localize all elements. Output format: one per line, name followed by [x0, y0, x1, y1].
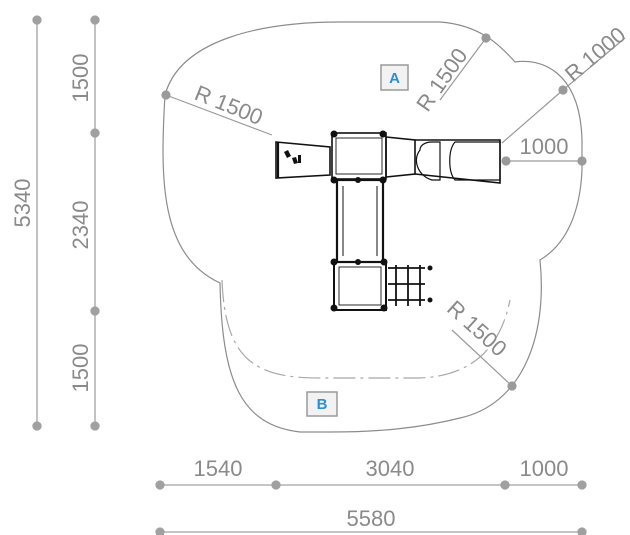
radius-line-top-right-ext — [562, 37, 626, 91]
dim-point — [32, 15, 42, 25]
radius-point — [161, 90, 171, 100]
dim-point — [155, 527, 165, 535]
zone-b-marker: B — [306, 391, 338, 417]
bottom-height-label: 1500 — [68, 344, 93, 393]
dim-point — [155, 480, 165, 490]
middle-width-label: 3040 — [366, 456, 415, 481]
operating-boundary — [221, 279, 511, 379]
zone-a-marker: A — [380, 64, 409, 91]
left-arm-detail — [284, 150, 301, 164]
vertical-dimensions — [32, 15, 100, 431]
dim-point — [577, 527, 587, 535]
central-hub — [331, 132, 387, 180]
dim-point — [500, 480, 510, 490]
radius-label-top-center: R 1500 — [411, 43, 472, 115]
right-arm-tube-right — [449, 141, 501, 181]
left-width-label: 1540 — [194, 456, 243, 481]
right-width-label: 1000 — [520, 456, 569, 481]
central-hub-inner — [335, 137, 383, 175]
dim-point — [32, 421, 42, 431]
zone-a-box — [380, 64, 409, 91]
arm-joint — [385, 136, 416, 178]
left-arm — [275, 141, 331, 179]
radius-line-bottom-right — [451, 329, 513, 387]
bolt-points — [330, 130, 433, 312]
radius-point — [558, 85, 568, 95]
ladder — [388, 265, 425, 306]
dim-point — [271, 480, 281, 490]
dim-point — [90, 421, 100, 431]
total-height-label: 5340 — [10, 179, 35, 228]
top-height-label: 1500 — [68, 54, 93, 103]
total-width-label: 5580 — [347, 506, 396, 531]
zone-b-label: B — [317, 396, 328, 413]
radius-point — [481, 33, 491, 43]
safety-boundary — [162, 21, 583, 433]
middle-height-label: 2340 — [68, 201, 93, 250]
radius-point — [577, 156, 587, 166]
zone-a-label: A — [389, 70, 400, 87]
radius-point — [501, 156, 511, 166]
dim-point — [577, 480, 587, 490]
right-clearance-label: 1000 — [520, 134, 569, 159]
dim-point — [90, 128, 100, 138]
right-arm — [414, 139, 501, 184]
radius-lines — [161, 33, 626, 391]
radius-label-top-right: R 1000 — [560, 22, 630, 87]
radius-line-top-center — [439, 37, 487, 101]
zone-b-box — [306, 391, 338, 417]
radius-line-top-left — [165, 94, 273, 136]
dim-point — [90, 15, 100, 25]
radius-label-top-left: R 1500 — [191, 80, 266, 130]
lower-base-inner — [338, 266, 382, 306]
vertical-column — [335, 178, 385, 264]
radius-line-top-right — [501, 89, 564, 144]
right-arm-tube-left — [415, 141, 441, 181]
machine-structure — [275, 130, 501, 312]
radius-point — [507, 381, 517, 391]
horizontal-dimensions — [155, 480, 587, 535]
dim-point — [90, 306, 100, 316]
lower-base — [333, 261, 387, 311]
